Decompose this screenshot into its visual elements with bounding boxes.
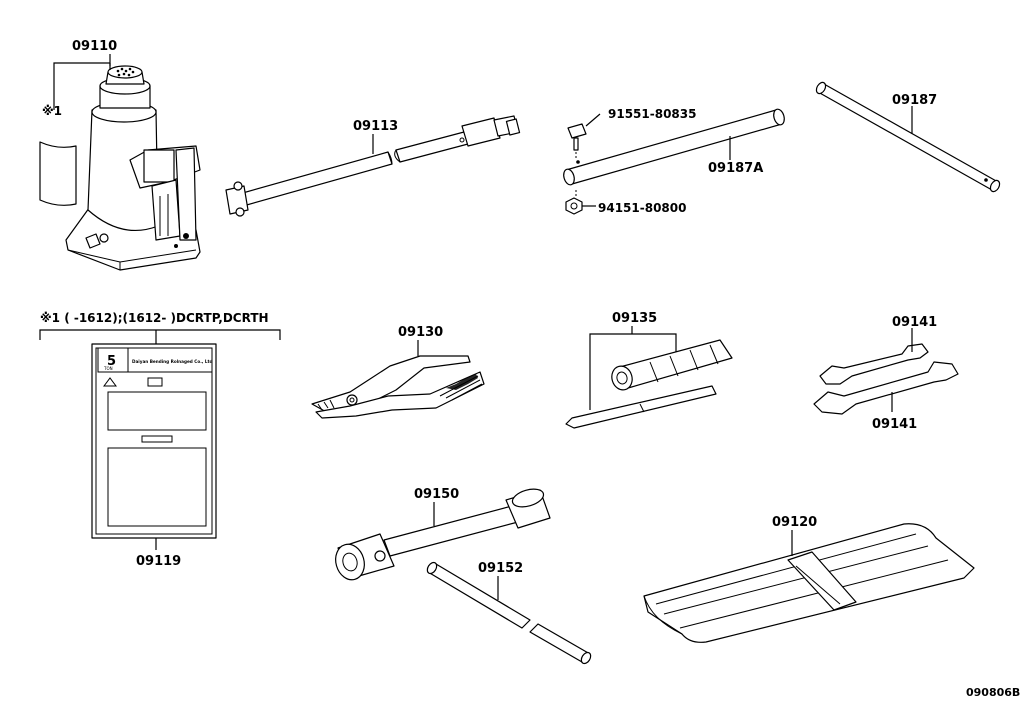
- label-09120: 09120: [772, 515, 817, 530]
- card-unit: TON: [103, 366, 113, 371]
- leader-09110: [53, 54, 111, 110]
- label-09187A: 09187A: [708, 161, 763, 176]
- pliers: [311, 355, 485, 419]
- label-09135: 09135: [612, 311, 657, 326]
- label-09152: 09152: [478, 561, 523, 576]
- extension-bar-09187A: [563, 108, 785, 186]
- bolt-91551: [567, 123, 587, 151]
- wrench-bottom: [813, 361, 959, 415]
- note-bracket: [39, 329, 281, 340]
- bottle-jack: [65, 65, 201, 271]
- label-94151: 94151-80800: [598, 201, 686, 215]
- diagram-id: 090806B: [966, 686, 1020, 699]
- screwdriver: [565, 339, 733, 429]
- label-09141-top: 09141: [892, 315, 937, 330]
- label-09150: 09150: [414, 487, 459, 502]
- label-card-09119: 5 TON Daiyan Bending Rolnaged Co., Ltd: [91, 343, 217, 539]
- note-line: ※1 ( -1612);(1612- )DCRTP,DCRTH: [40, 311, 269, 325]
- jack-handle: [225, 115, 521, 217]
- tool-bag: [643, 523, 975, 643]
- label-note-mark: ※1: [42, 104, 62, 118]
- jack-sticker: [39, 141, 77, 206]
- leader-09135: [589, 326, 677, 410]
- leader-91551: [585, 113, 601, 127]
- wrench-top: [819, 343, 929, 385]
- label-09187: 09187: [892, 93, 937, 108]
- wheel-wrench: [335, 488, 551, 581]
- label-09110: 09110: [72, 39, 117, 54]
- nut-94151: [565, 197, 583, 215]
- card-maker: Daiyan Bending Rolnaged Co., Ltd: [132, 359, 213, 364]
- label-09130: 09130: [398, 325, 443, 340]
- label-09113: 09113: [353, 119, 398, 134]
- label-09119: 09119: [136, 554, 181, 569]
- rod-09152: [426, 561, 592, 665]
- bar-09187: [815, 81, 1001, 193]
- label-91551: 91551-80835: [608, 107, 696, 121]
- label-09141-bottom: 09141: [872, 417, 917, 432]
- card-capacity: 5: [107, 354, 116, 369]
